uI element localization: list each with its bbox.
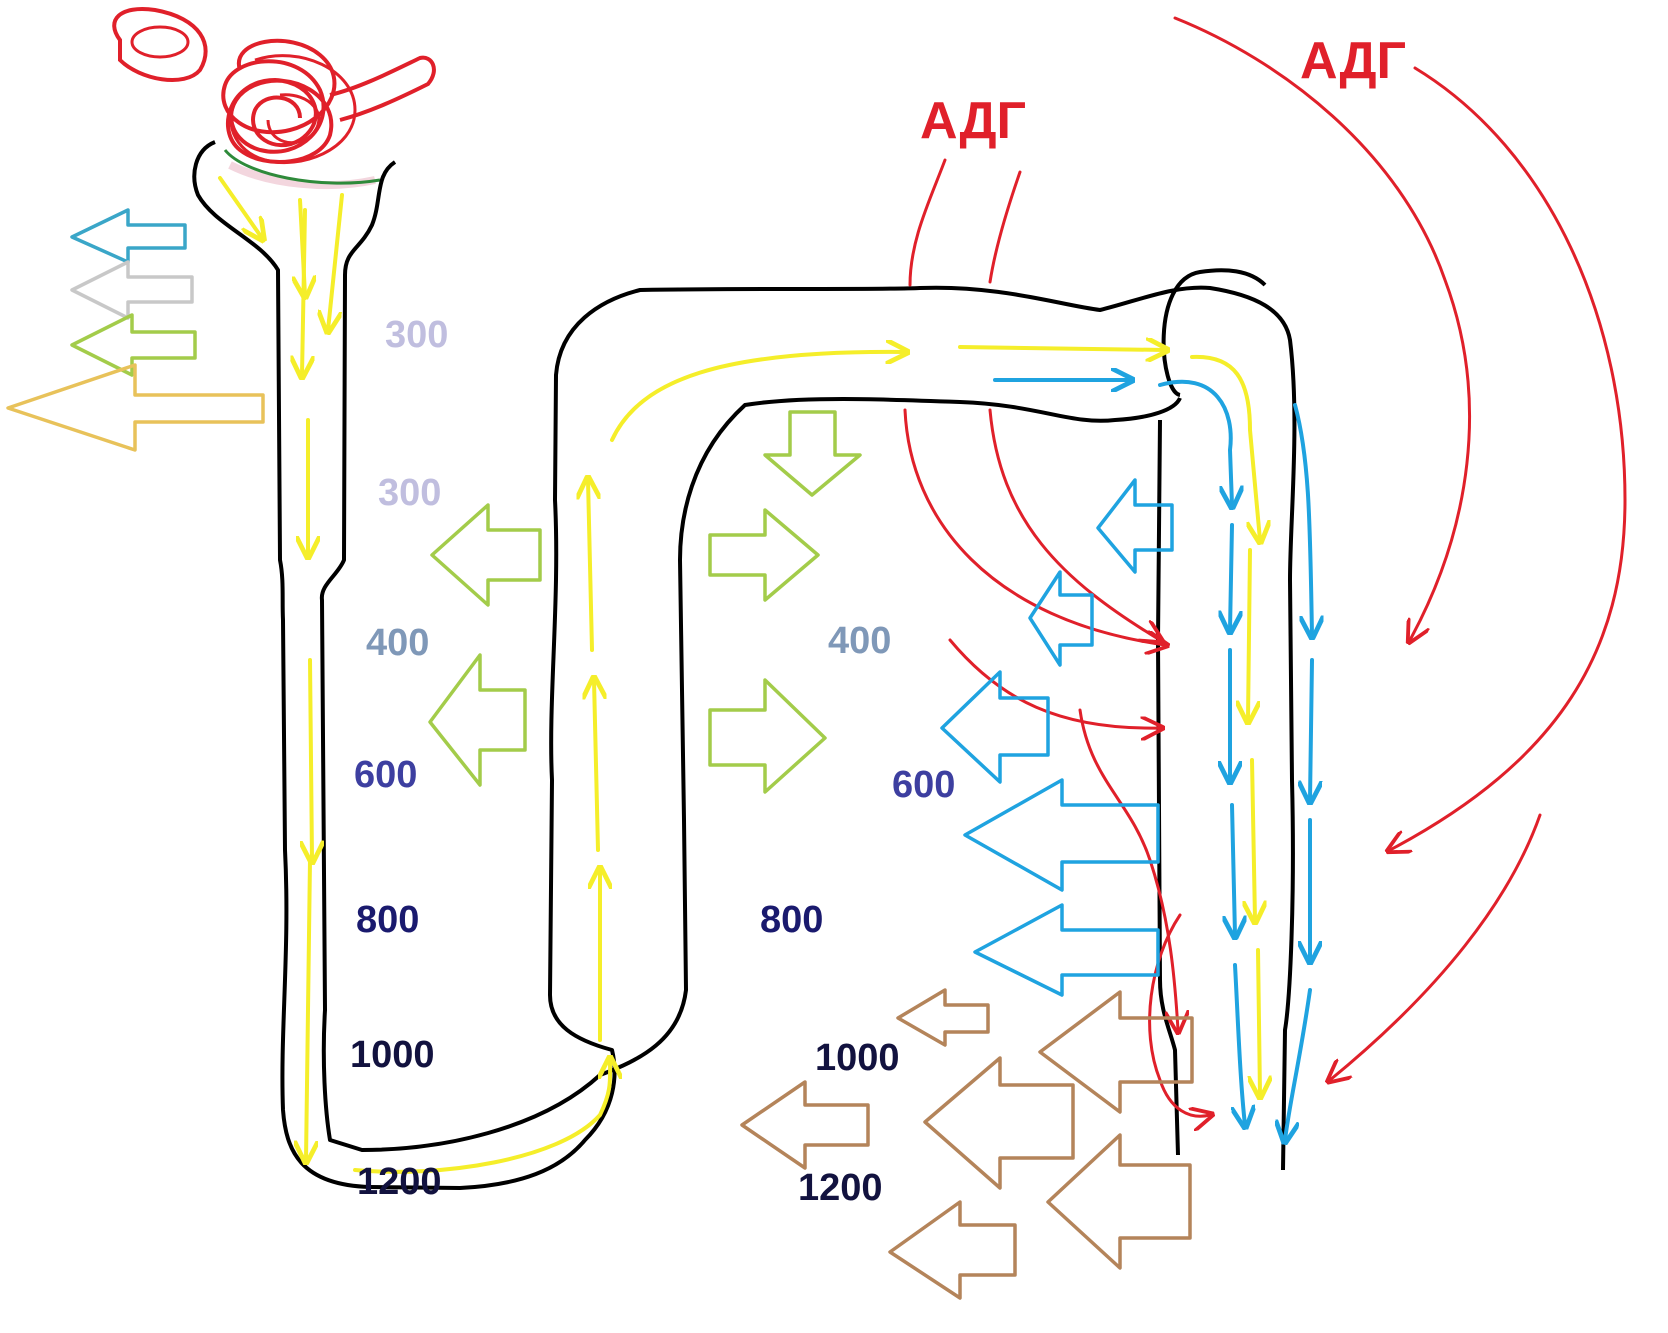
brown-left-arrow bbox=[923, 1056, 1075, 1190]
adh-label: АДГ bbox=[1300, 32, 1406, 90]
blue-left-arrow bbox=[1096, 478, 1174, 574]
brown-left-arrow bbox=[896, 988, 990, 1047]
osmolarity-label: 800 bbox=[760, 899, 823, 941]
glomerulus bbox=[112, 7, 436, 189]
osmolarity-label: 1000 bbox=[815, 1037, 900, 1079]
brown-left-arrow bbox=[740, 1080, 870, 1170]
green-down-arrow bbox=[763, 410, 862, 497]
grey-left-arrow bbox=[70, 260, 194, 320]
green-left-arrow bbox=[70, 313, 197, 377]
osmolarity-label: 400 bbox=[828, 620, 891, 662]
blue-left-arrow bbox=[940, 670, 1050, 784]
osmolarity-labels-right: 400 600 800 1000 1200 bbox=[760, 620, 955, 1209]
tubule-outline bbox=[192, 140, 1297, 1190]
filtrate-flow bbox=[218, 176, 1260, 1174]
blue-left-arrow bbox=[963, 778, 1160, 892]
osmolarity-label: 1000 bbox=[350, 1034, 435, 1076]
osmolarity-label: 600 bbox=[892, 764, 955, 806]
adh-arrows bbox=[903, 16, 1627, 1116]
blue-left-arrow bbox=[973, 903, 1160, 997]
osmolarity-labels-left: 300 300 400 600 800 1000 1200 bbox=[350, 314, 448, 1203]
brown-left-arrow bbox=[1038, 990, 1194, 1114]
brown-left-arrow bbox=[888, 1200, 1017, 1300]
reabsorption-arrows-proximal bbox=[6, 208, 265, 452]
osmolarity-label: 800 bbox=[356, 899, 419, 941]
blue-left-arrow bbox=[1028, 570, 1094, 667]
water-reabsorption-arrows bbox=[940, 478, 1174, 997]
osmolarity-label: 300 bbox=[378, 472, 441, 514]
adh-labels: АДГ АДГ bbox=[920, 32, 1406, 150]
teal-left-arrow bbox=[70, 208, 187, 264]
brown-left-arrow bbox=[1046, 1133, 1192, 1270]
osmolarity-label: 400 bbox=[366, 622, 429, 664]
orange-left-arrow bbox=[6, 363, 265, 452]
osmolarity-label: 300 bbox=[385, 314, 448, 356]
green-right-arrow bbox=[708, 508, 820, 602]
adh-label: АДГ bbox=[920, 92, 1026, 150]
osmolarity-label: 600 bbox=[354, 754, 417, 796]
green-left-arrow bbox=[430, 503, 542, 607]
green-right-arrow bbox=[708, 678, 827, 794]
osmolarity-label: 1200 bbox=[357, 1161, 442, 1203]
green-left-arrow bbox=[428, 653, 527, 787]
collecting-flow bbox=[993, 380, 1312, 1140]
urea-arrows bbox=[740, 988, 1194, 1300]
osmolarity-label: 1200 bbox=[798, 1167, 883, 1209]
reabsorption-arrows-loop bbox=[428, 410, 862, 794]
